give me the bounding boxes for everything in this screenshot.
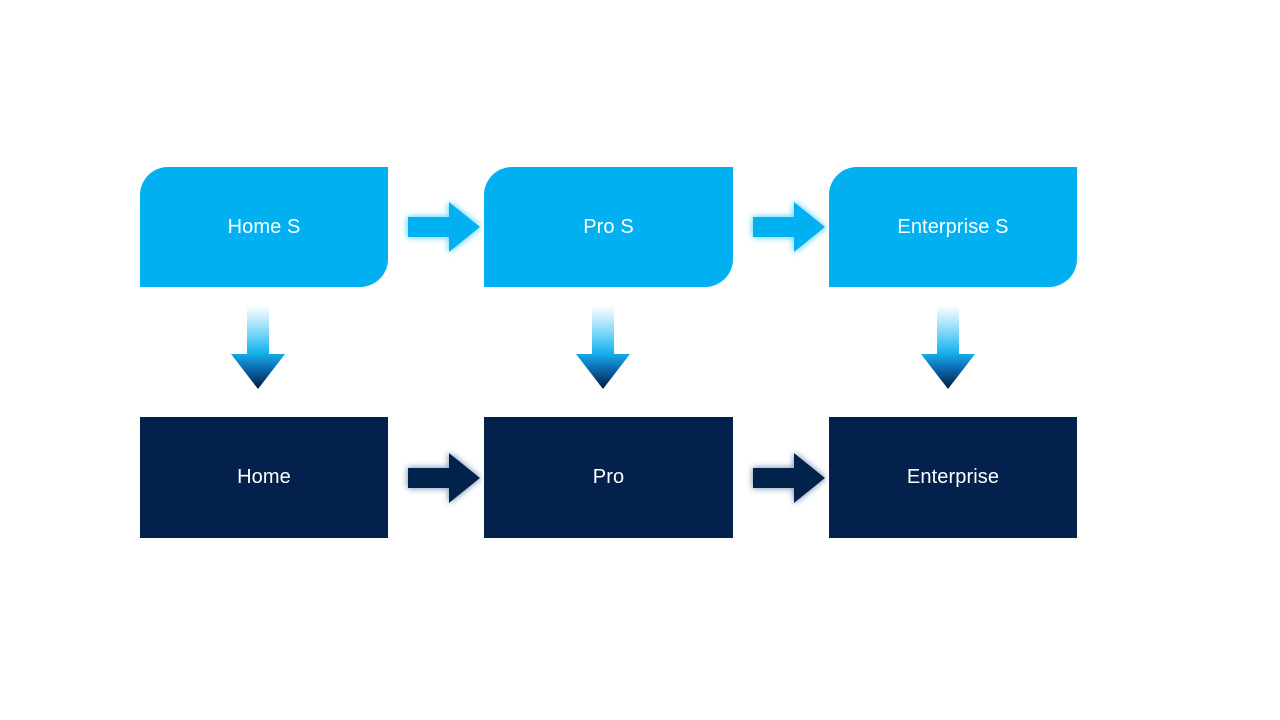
node-label: Pro S — [583, 215, 634, 238]
node-label: Pro — [592, 466, 625, 488]
node-pro-s[interactable]: Pro S — [484, 167, 733, 287]
arrow-down-icon-pro-s-to-pro — [576, 305, 630, 389]
arrow-right-icon-home-to-pro — [408, 450, 480, 506]
node-home[interactable]: Home — [140, 417, 388, 538]
node-label: Enterprise S — [897, 215, 1009, 238]
node-label: Enterprise — [906, 466, 1000, 488]
node-label: Home — [237, 466, 291, 488]
node-label: Home S — [227, 215, 301, 238]
arrow-right-icon-home-s-to-pro-s — [408, 199, 480, 255]
node-pro[interactable]: Pro — [484, 417, 733, 538]
node-enterprise-s[interactable]: Enterprise S — [829, 167, 1077, 287]
node-home-s[interactable]: Home S — [140, 167, 388, 287]
node-enterprise[interactable]: Enterprise — [829, 417, 1077, 538]
arrow-right-icon-pro-to-enterprise — [753, 450, 825, 506]
arrow-down-icon-home-s-to-home — [231, 305, 285, 389]
arrow-down-icon-enterprise-s-to-enterprise — [921, 305, 975, 389]
arrow-right-icon-pro-s-to-enterprise-s — [753, 199, 825, 255]
